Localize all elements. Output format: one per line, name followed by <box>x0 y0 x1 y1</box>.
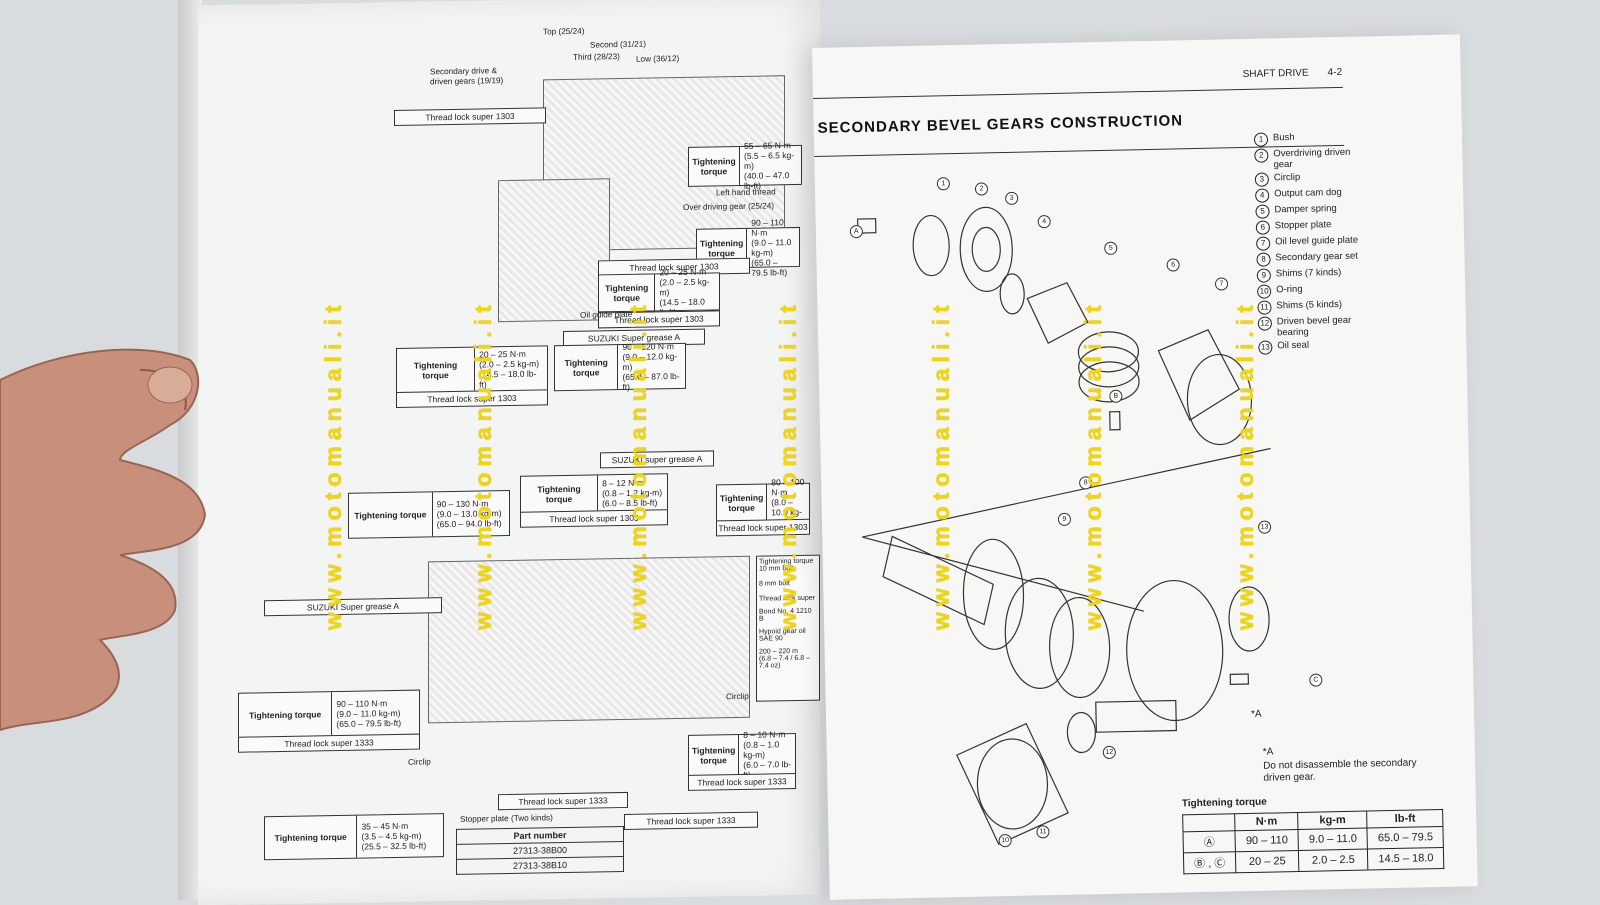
note-star: *A <box>1262 746 1274 758</box>
torque-box: Tightening torque 55 – 65 N·m(5.5 – 6.5 … <box>688 140 802 191</box>
grease-label: SUZUKI super grease A <box>600 450 714 469</box>
table-row: Ⓑ , Ⓒ 20 – 25 2.0 – 2.5 14.5 – 18.0 <box>1183 847 1445 874</box>
torque-table: N·m kg-m lb-ft Ⓐ 90 – 110 9.0 – 11.0 65.… <box>1182 809 1445 874</box>
watermark-text: www.motomanuali.it <box>625 299 651 630</box>
page-number: 4-2 <box>1327 66 1343 79</box>
right-page: SHAFT DRIVE 4-2 SECONDARY BEVEL GEARS CO… <box>812 34 1478 900</box>
shaft-shape <box>882 535 994 626</box>
watermark-text: www.motomanuali.it <box>320 299 346 630</box>
callout-c: C <box>1309 673 1323 687</box>
header-rule <box>813 86 1343 99</box>
watermark-text: www.motomanuali.it <box>1232 299 1258 630</box>
section-header: SHAFT DRIVE <box>1242 67 1309 80</box>
transmission-case-diagram <box>498 178 610 323</box>
star-a-label: *A <box>1250 708 1262 720</box>
part-number-table: Part number 27313-38B00 27313-38B10 <box>456 826 624 875</box>
torque-table-title: Tightening torque <box>1181 796 1267 810</box>
stopper-plate-label: Stopper plate (Two kinds) <box>460 813 553 824</box>
watermark-text: www.motomanuali.it <box>470 299 496 630</box>
watermark-text: www.motomanuali.it <box>928 299 954 630</box>
cam-dog-shape <box>1026 281 1089 344</box>
gear-label-top: Top (25/24) <box>543 26 585 37</box>
watermark-text: www.motomanuali.it <box>775 299 801 630</box>
gear-label-second: Second (31/21) <box>590 39 646 50</box>
bevel-gear-shape <box>962 538 1025 650</box>
hand-image <box>0 348 207 732</box>
damper-spring-shape <box>1077 331 1140 373</box>
thread-lock-label: Thread lock super 1333 <box>624 811 758 830</box>
torque-box: Tightening torque 90 – 110 N·m(9.0 – 11.… <box>238 689 420 739</box>
driven-gear-shape <box>959 206 1013 292</box>
thread-lock-label: Thread lock super 1333 <box>498 791 628 811</box>
circlip-label: Circlip <box>408 757 431 767</box>
bush-shape <box>912 214 950 277</box>
o-ring-shape <box>1049 596 1111 699</box>
torque-box: Tightening torque 8 – 10 N·m(0.8 – 1.0 k… <box>688 729 796 780</box>
driven-shaft-shape <box>1095 699 1177 733</box>
housing-plate-shape <box>956 722 1069 846</box>
left-hand-thread-label: Left hand thread <box>716 187 776 198</box>
thread-lock-label: Thread lock super 1303 <box>394 107 546 127</box>
oil-guide-plate-shape <box>1186 353 1253 446</box>
bolt-b-shape <box>1109 411 1121 431</box>
thread-lock-label: Thread lock super 1333 <box>688 772 796 791</box>
torque-box: Tightening torque 20 – 25 N·m(2.0 – 2.5 … <box>598 267 720 317</box>
bolt-c-shape <box>1229 673 1250 685</box>
exploded-view-diagram <box>856 206 1271 846</box>
circlip-label-2: Circlip <box>726 691 749 702</box>
thread-lock-label: Thread lock super 1333 <box>238 733 420 753</box>
grease-label: SUZUKI Super grease A <box>264 597 442 617</box>
secondary-driven-label: driven gears (19/19) <box>430 76 504 87</box>
torque-box: Tightening torque 35 – 45 N·m(3.5 – 4.5 … <box>264 813 444 861</box>
stopper-plate-shape <box>1157 329 1241 422</box>
gear-label-low: Low (36/12) <box>636 54 680 64</box>
note-text: Do not disassemble the secondary driven … <box>1263 757 1417 784</box>
circlip-shape <box>999 273 1025 315</box>
shim-shape <box>1004 577 1074 689</box>
gear-label-third: Third (28/23) <box>573 52 620 62</box>
torque-box: Tightening torque 90 – 120 N·m(9.0 – 12.… <box>554 341 686 392</box>
over-driving-gear-label: Over driving gear (25/24) <box>683 201 775 212</box>
watermark-text: www.motomanuali.it <box>1080 299 1106 630</box>
oil-seal-shape <box>1228 586 1270 652</box>
bearing-shape <box>1066 711 1096 754</box>
page-title: SECONDARY BEVEL GEARS CONSTRUCTION <box>817 112 1184 137</box>
secondary-drive-label: Secondary drive & <box>430 66 497 77</box>
left-page: Top (25/24) Second (31/21) Low (36/12) T… <box>198 0 820 905</box>
